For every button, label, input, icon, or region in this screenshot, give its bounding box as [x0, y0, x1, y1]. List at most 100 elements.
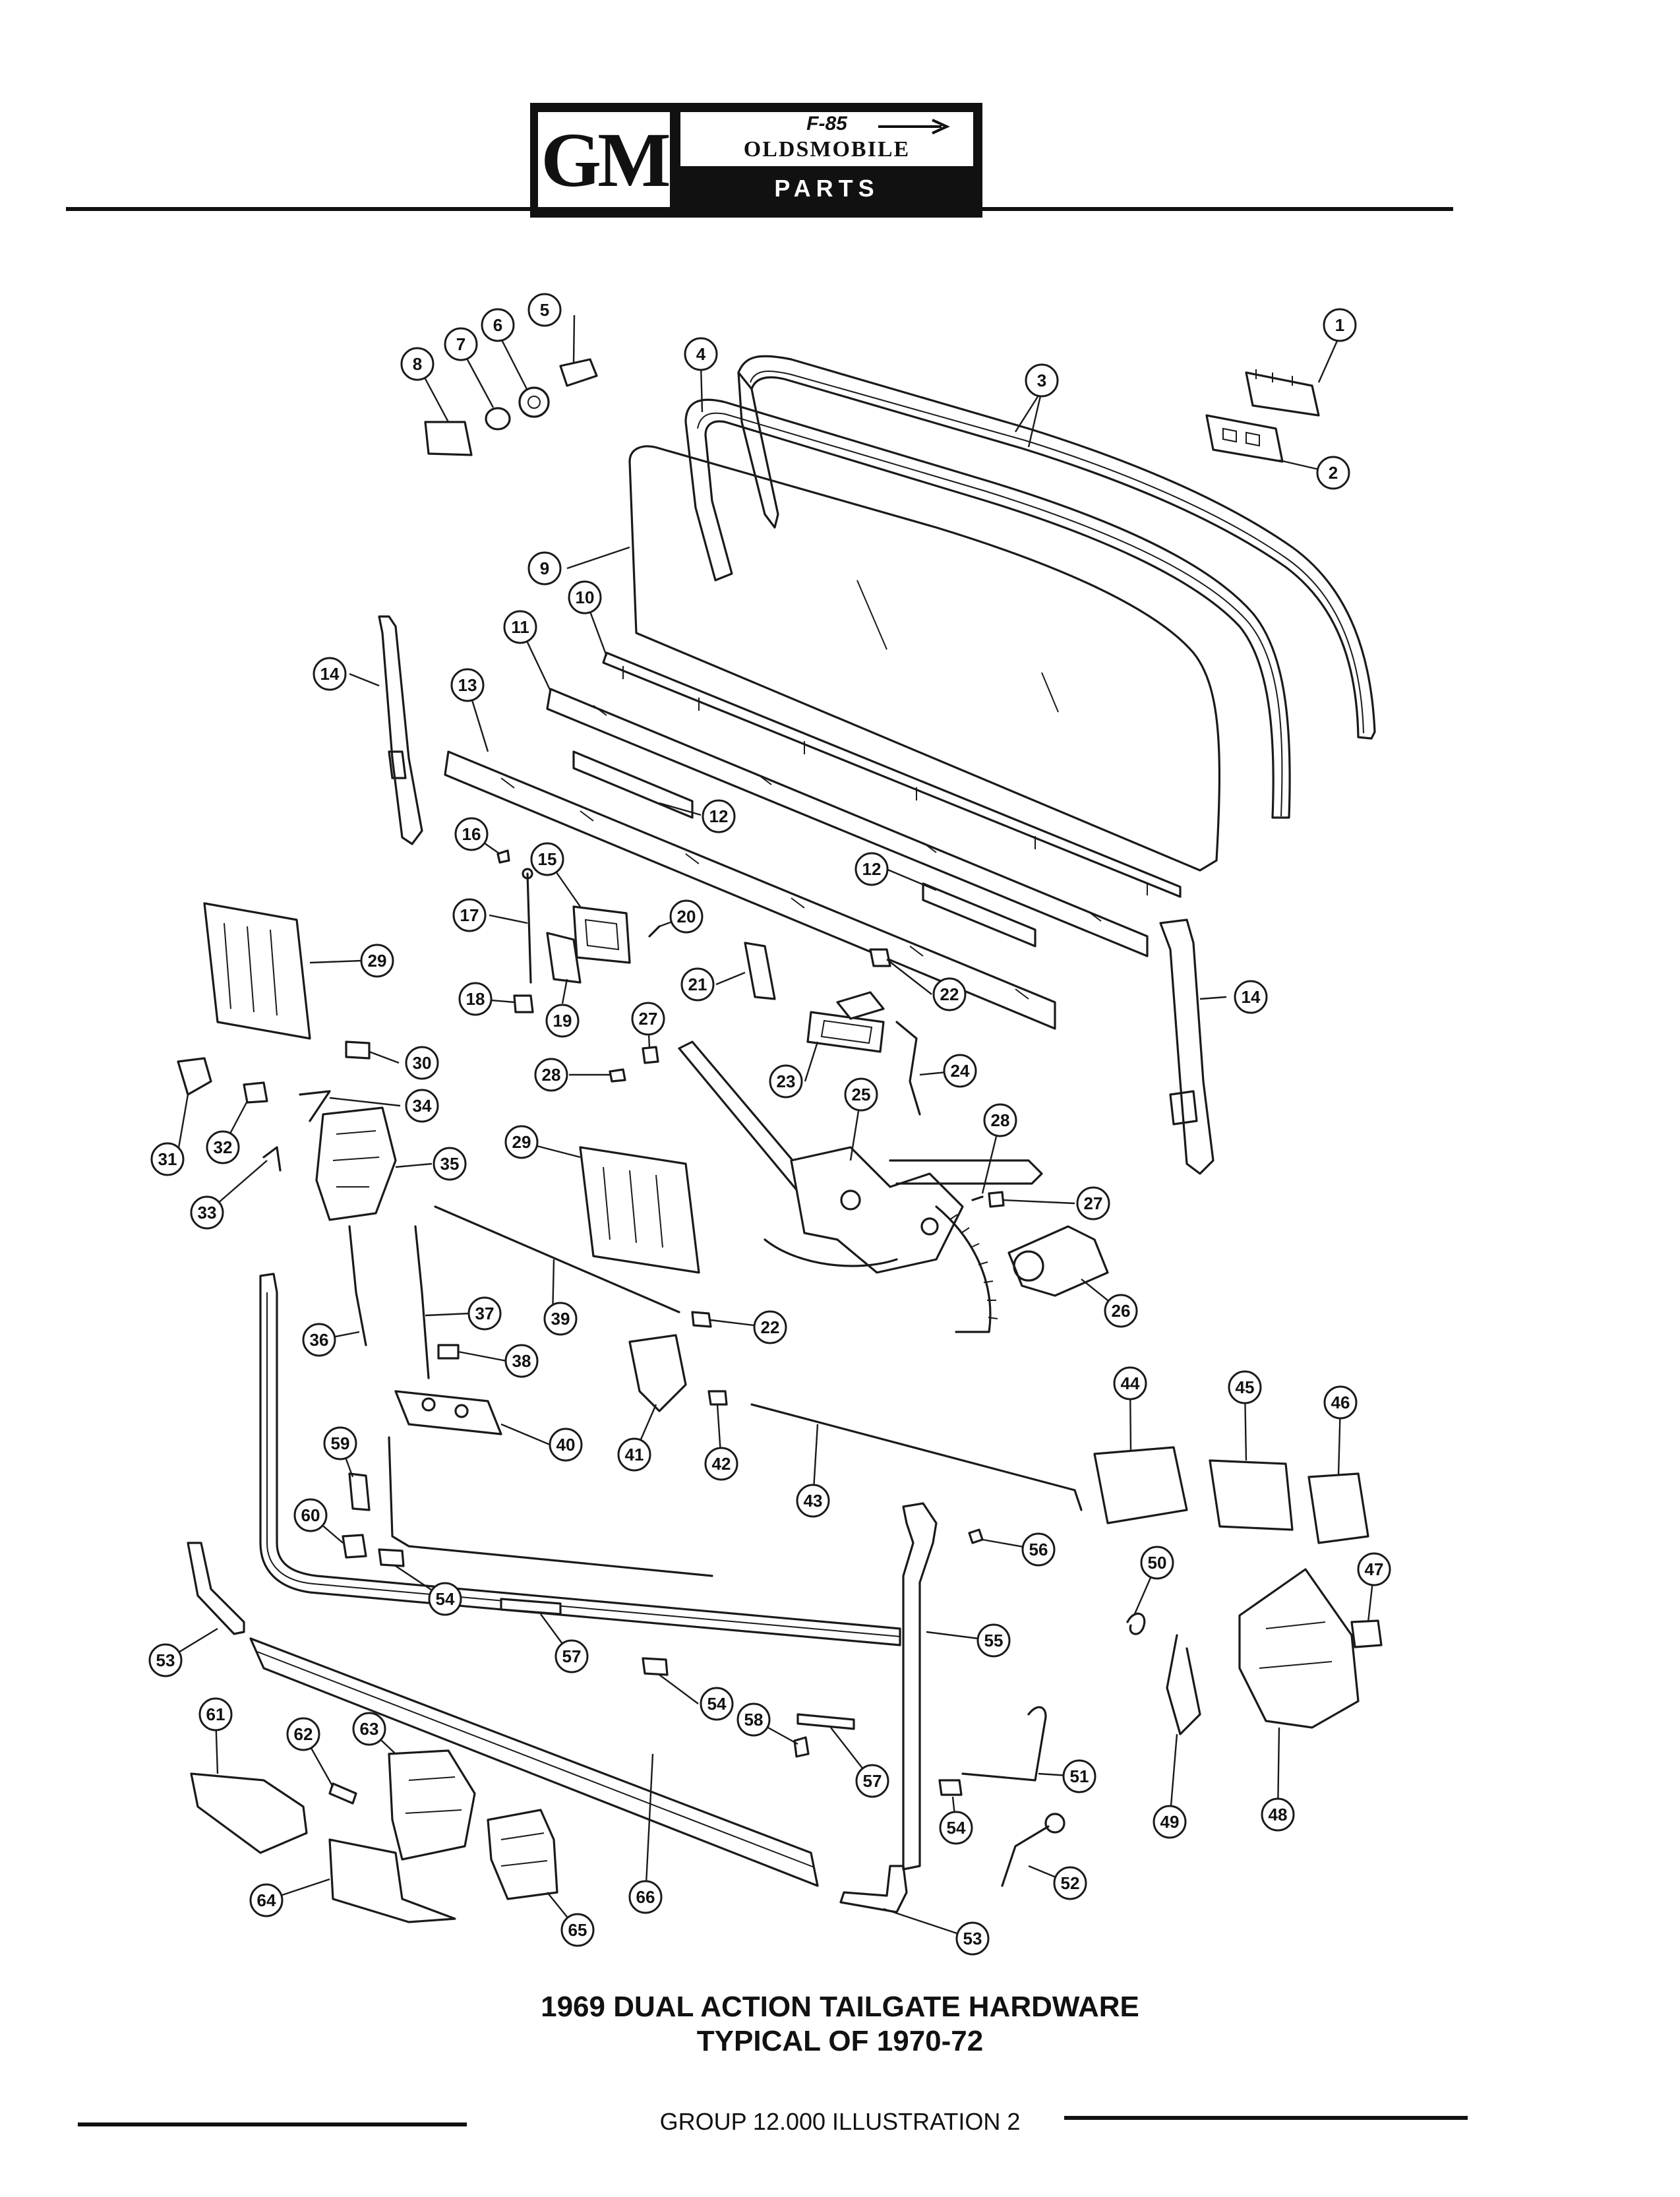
callout-number: 12 — [862, 859, 882, 879]
callout-number: 37 — [475, 1304, 495, 1323]
part-sash-channel-slots — [593, 705, 1102, 922]
part-regulator-plate — [790, 1146, 964, 1274]
callout-circle — [628, 1880, 663, 1914]
callout-circle — [976, 1623, 1011, 1658]
callout-14: 14 — [1234, 980, 1268, 1014]
callout-57: 57 — [855, 1764, 889, 1798]
callout-circle — [534, 1058, 568, 1092]
part-lever-assembly — [836, 991, 885, 1020]
callout-number: 3 — [1037, 371, 1046, 390]
part-hinge-65 — [487, 1809, 558, 1900]
callout-circle — [932, 977, 967, 1011]
callout-26: 26 — [1104, 1294, 1138, 1328]
callout-circle — [1062, 1759, 1096, 1793]
callout-number: 52 — [1061, 1873, 1080, 1893]
callout-21: 21 — [680, 967, 715, 1002]
callout-4: 4 — [684, 337, 718, 371]
part-bracket-31 — [177, 1057, 212, 1096]
part-guide-strip-upper — [572, 750, 694, 819]
callout-number: 33 — [198, 1203, 217, 1222]
part-lock-clip — [424, 421, 473, 456]
part-sill-66 — [249, 1637, 819, 1887]
callout-circle — [1316, 456, 1350, 490]
callout-circle — [530, 842, 564, 876]
part-bracket-53-right — [839, 1865, 908, 1913]
callout-number: 29 — [368, 951, 387, 971]
part-handle-rod-end — [522, 868, 533, 880]
part-rod-43 — [750, 1403, 1083, 1511]
callout-59: 59 — [323, 1426, 357, 1460]
part-hinge-63-detail — [405, 1776, 462, 1814]
part-screw-28-left — [609, 1068, 626, 1083]
callout-circle — [400, 347, 435, 381]
callout-58: 58 — [736, 1702, 771, 1737]
callout-circle — [302, 1323, 336, 1357]
callout-number: 48 — [1269, 1805, 1288, 1824]
callout-circle — [1228, 1370, 1262, 1404]
part-hinge-65-detail — [500, 1832, 548, 1867]
callout-49: 49 — [1153, 1805, 1187, 1839]
part-strip-57-right — [796, 1713, 855, 1730]
callout-number: 34 — [413, 1096, 432, 1116]
callout-6: 6 — [481, 308, 515, 342]
callout-41: 41 — [617, 1437, 651, 1472]
callout-circle — [454, 817, 489, 851]
part-clip-42 — [707, 1390, 728, 1406]
footer-rule-right — [1064, 2116, 1468, 2120]
part-clip-38 — [437, 1344, 460, 1360]
callout-circle — [684, 337, 718, 371]
callout-19: 19 — [545, 1004, 580, 1038]
callout-circle — [504, 1344, 539, 1378]
part-rod-37 — [414, 1225, 430, 1379]
callout-number: 54 — [707, 1694, 727, 1714]
part-screw-56 — [968, 1528, 984, 1544]
part-bumper-32 — [243, 1081, 268, 1104]
part-bezel-slots — [1222, 427, 1260, 447]
part-switch — [1245, 371, 1320, 417]
callout-circle — [545, 1004, 580, 1038]
callout-circle — [1104, 1294, 1138, 1328]
callout-number: 66 — [636, 1887, 655, 1907]
callout-circle — [549, 1428, 583, 1462]
callout-number: 65 — [568, 1920, 587, 1940]
callout-9: 9 — [527, 551, 562, 586]
callout-number: 19 — [553, 1011, 572, 1031]
callout-number: 49 — [1160, 1812, 1180, 1832]
callout-number: 29 — [512, 1132, 531, 1152]
callout-circle — [150, 1142, 185, 1176]
callout-number: 14 — [320, 664, 340, 684]
part-latch-41 — [628, 1334, 687, 1412]
callout-circle — [543, 1302, 578, 1336]
part-lock-cylinder — [559, 358, 598, 387]
callout-number: 59 — [331, 1433, 350, 1453]
part-window-frame-outer — [737, 355, 1376, 740]
callout-number: 28 — [542, 1065, 561, 1085]
callout-10: 10 — [568, 580, 602, 615]
part-bumper-27-upper — [642, 1046, 659, 1064]
callout-54: 54 — [428, 1582, 462, 1616]
part-handle-23 — [806, 1011, 885, 1053]
part-guide-rail-right-bracket — [1169, 1090, 1198, 1126]
callout-number: 4 — [696, 344, 706, 364]
callout-number: 28 — [991, 1110, 1010, 1130]
callout-circle — [769, 1064, 803, 1098]
part-upper-latch-detail — [332, 1130, 380, 1188]
callout-number: 41 — [625, 1445, 644, 1464]
part-guide-rail-left-bracket — [388, 750, 407, 779]
part-glass-reflection-2 — [1041, 672, 1059, 713]
callout-number: 7 — [456, 334, 465, 354]
callout-circle — [1357, 1552, 1391, 1586]
part-handle-bracket — [546, 932, 582, 984]
part-clip-22-lower — [691, 1311, 712, 1328]
callout-circle — [844, 1077, 878, 1112]
callout-32: 32 — [206, 1130, 240, 1164]
callout-number: 2 — [1329, 463, 1338, 483]
callout-13: 13 — [450, 668, 485, 702]
part-rod-39 — [434, 1205, 680, 1313]
callout-number: 14 — [1242, 987, 1261, 1007]
logo-model-text: F-85 — [806, 113, 847, 135]
callout-number: 32 — [214, 1137, 233, 1157]
callout-circle — [560, 1913, 595, 1947]
